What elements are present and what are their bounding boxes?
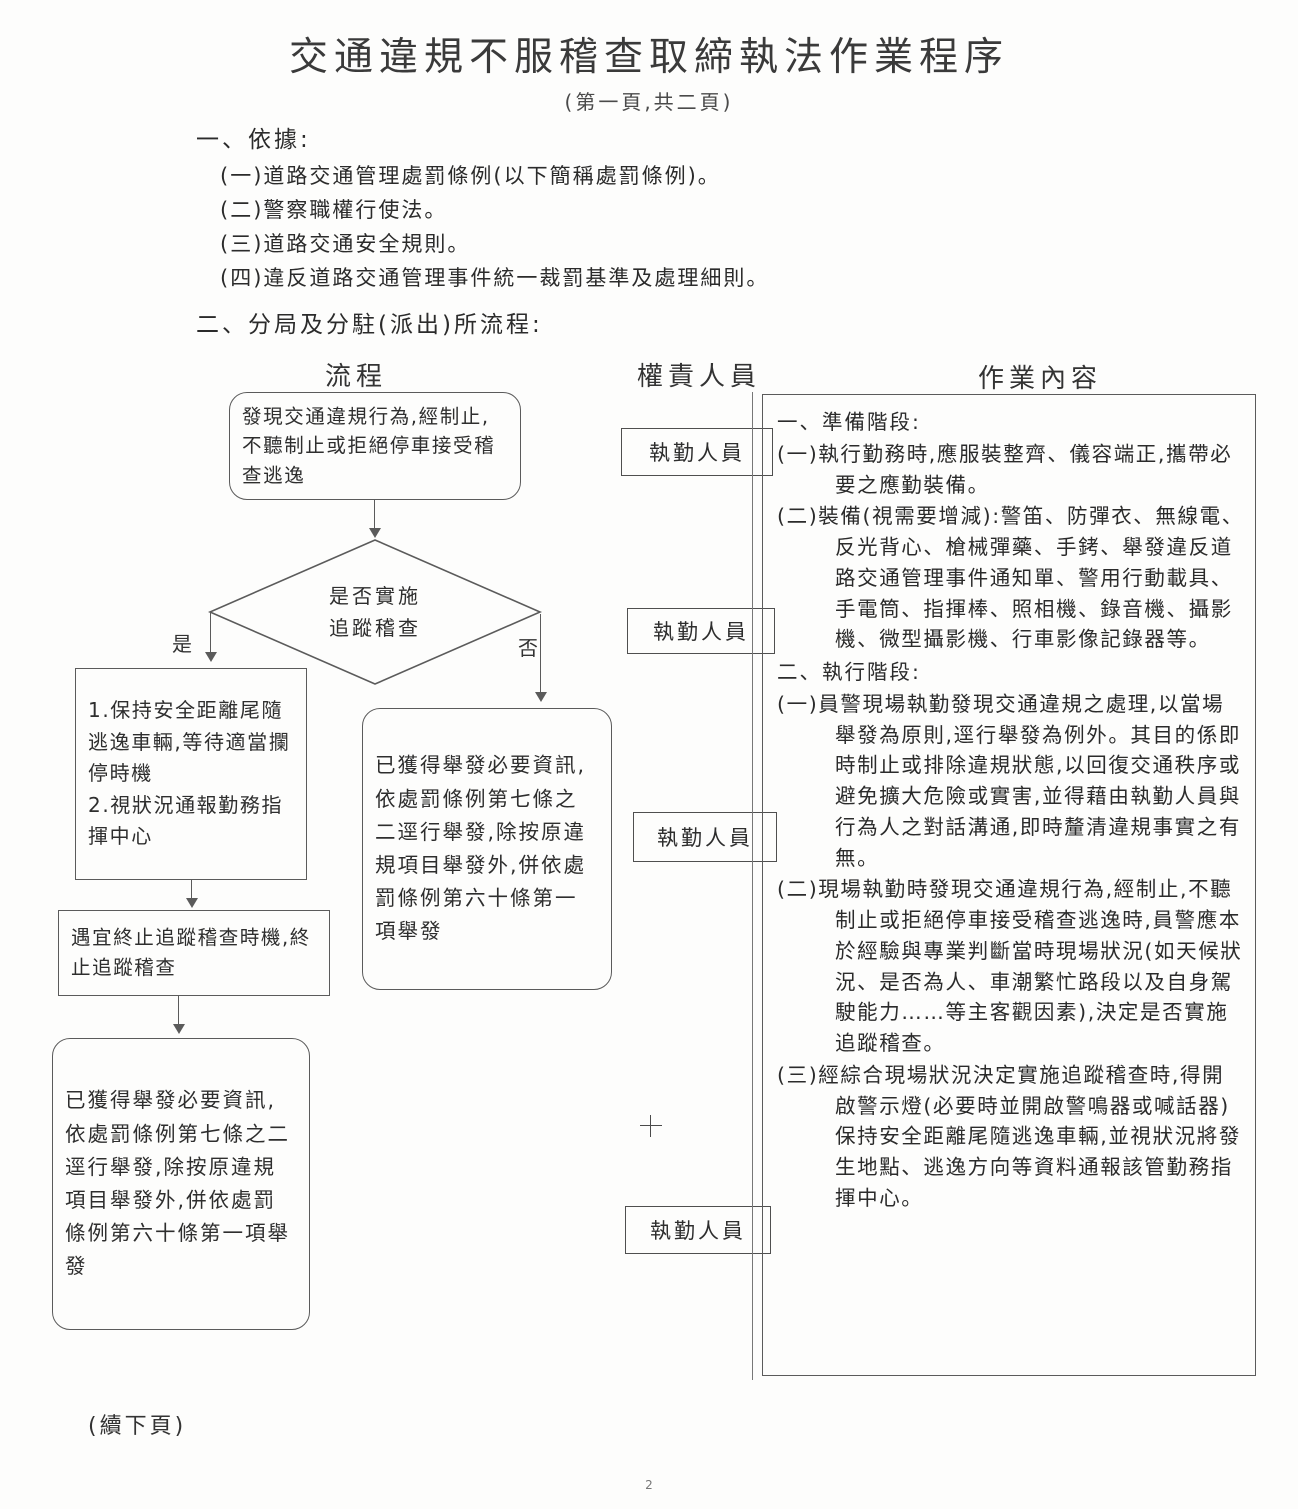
page-number: 2 (645, 1478, 653, 1492)
flow-box-start-text: 發現交通違規行為,經制止,不聽制止或拒絕停車接受稽查逃逸 (242, 404, 496, 487)
content-exec-item-1: (一)員警現場執勤發現交通違規之處理,以當場舉發為原則,逕行舉發為例外。其目的係… (777, 691, 1241, 870)
branch-label-yes: 是 (172, 632, 194, 656)
branch-label-no: 否 (518, 636, 540, 660)
flow-box-terminate-text: 遇宜終止追蹤稽查時機,終止追蹤稽查 (71, 926, 311, 979)
arrow-pursue-to-terminate (186, 898, 198, 908)
content-exec-item-3: (三)經綜合現場狀況決定實施追蹤稽查時,得開啟警示燈(必要時並開啟警鳴器或喊話器… (777, 1062, 1241, 1210)
flow-box-report-left-text: 已獲得舉發必要資訊,依處罰條例第七條之二逕行舉發,除按原違規項目舉發外,併依處罰… (65, 1088, 290, 1279)
basis-section: 一、依據: (一)道路交通管理處罰條例(以下簡稱處罰條例)。 (二)警察職權行使… (196, 124, 1096, 295)
content-prep-item-2: (二)裝備(視需要增減):警笛、防彈衣、無線電、反光背心、槍械彈藥、手銬、舉發違… (777, 504, 1244, 652)
basis-item-4: (四)違反道路交通管理事件統一裁罰基準及處理細則。 (220, 266, 770, 291)
flow-decision-diamond: 是否實施 追蹤稽查 (208, 538, 542, 686)
flow-box-terminate: 遇宜終止追蹤稽查時機,終止追蹤稽查 (58, 910, 330, 996)
content-prep-heading: 一、準備階段: (777, 410, 921, 434)
personnel-box-4: 執勤人員 (625, 1206, 771, 1254)
flow-box-report-left: 已獲得舉發必要資訊,依處罰條例第七條之二逕行舉發,除按原違規項目舉發外,併依處罰… (52, 1038, 310, 1330)
column-header-personnel: 權責人員 (637, 362, 762, 392)
flow-box-start: 發現交通違規行為,經制止,不聽制止或拒絕停車接受稽查逃逸 (229, 392, 521, 500)
flow-section-heading: 二、分局及分駐(派出)所流程: (196, 312, 543, 338)
connector-pursue-to-terminate (191, 880, 193, 902)
page-title: 交通違規不服稽查取締執法作業程序 (288, 35, 1009, 80)
footer-continuation-note: (續下頁) (88, 1414, 187, 1439)
flow-box-report-right-text: 已獲得舉發必要資訊,依處罰條例第七條之二逕行舉發,除按原違規項目舉發外,併依處罰… (375, 753, 587, 944)
connector-start-to-decision (374, 500, 376, 530)
column-divider (752, 392, 754, 1380)
connector-yes-down (210, 612, 212, 654)
basis-item-2: (二)警察職權行使法。 (220, 198, 448, 223)
basis-item-1: (一)道路交通管理處罰條例(以下簡稱處罰條例)。 (220, 164, 721, 189)
decision-line-1: 是否實施 (329, 584, 421, 608)
column-header-flow: 流程 (325, 362, 388, 392)
column-header-content: 作業內容 (978, 364, 1103, 394)
flow-decision-text: 是否實施 追蹤稽查 (208, 538, 542, 686)
content-panel: 一、準備階段: (一)執行勤務時,應服裝整齊、儀容端正,攜帶必要之應勤裝備。 (… (762, 394, 1256, 1376)
arrow-terminate-to-report (173, 1024, 185, 1034)
basis-heading: 一、依據: (196, 127, 311, 153)
decision-line-2: 追蹤稽查 (329, 616, 421, 640)
basis-item-3: (三)道路交通安全規則。 (220, 232, 471, 257)
personnel-box-1: 執勤人員 (621, 428, 773, 476)
connector-terminate-to-report (178, 996, 180, 1026)
content-exec-heading: 二、執行階段: (777, 660, 921, 684)
flow-box-pursue: 1.保持安全距離尾隨逃逸車輛,等待適當攔停時機 2.視狀況通報勤務指揮中心 (75, 668, 307, 880)
personnel-box-2: 執勤人員 (627, 608, 775, 654)
registration-crosshair-icon (640, 1115, 662, 1137)
arrow-yes-to-pursue (205, 652, 217, 662)
arrow-start-to-decision (369, 528, 381, 538)
flow-box-report-right: 已獲得舉發必要資訊,依處罰條例第七條之二逕行舉發,除按原違規項目舉發外,併依處罰… (362, 708, 612, 990)
connector-no-down (540, 614, 542, 694)
flow-box-pursue-text: 1.保持安全距離尾隨逃逸車輛,等待適當攔停時機 2.視狀況通報勤務指揮中心 (88, 698, 291, 849)
personnel-box-3: 執勤人員 (633, 812, 777, 862)
arrow-no-to-report (535, 692, 547, 702)
diamond-shape-icon (208, 539, 542, 685)
page-subtitle: (第一頁,共二頁) (564, 90, 734, 114)
content-exec-item-2: (二)現場執勤時發現交通違規行為,經制止,不聽制止或拒絕停車接受稽查逃逸時,員警… (777, 877, 1243, 1055)
content-prep-item-1: (一)執行勤務時,應服裝整齊、儀容端正,攜帶必要之應勤裝備。 (777, 441, 1233, 497)
